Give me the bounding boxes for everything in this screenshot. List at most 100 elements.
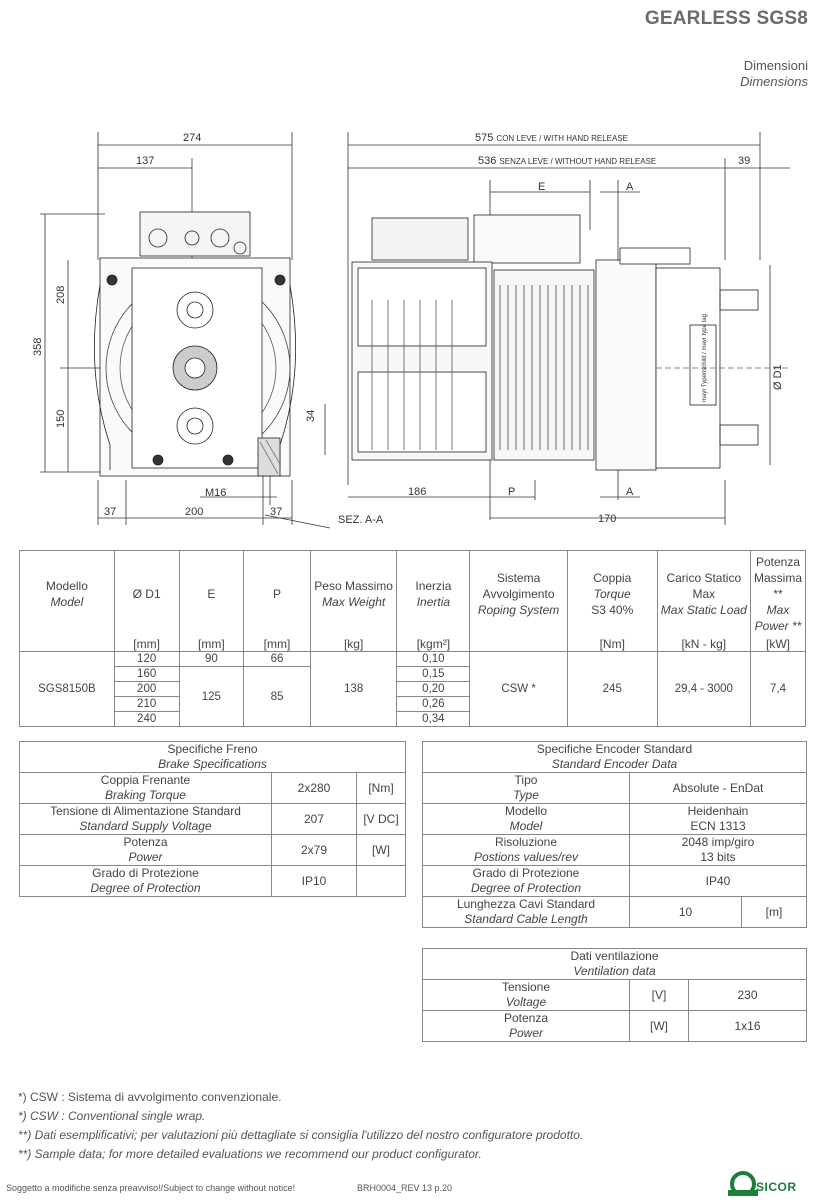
encoder-title-it: Specifiche Encoder Standard bbox=[536, 742, 693, 756]
cell-inertia: 0,15 bbox=[396, 666, 471, 682]
brake-title-it: Specifiche Freno bbox=[167, 742, 258, 756]
cell-power: 7,4 bbox=[750, 651, 806, 727]
cell-p: 66 bbox=[243, 651, 311, 667]
unit-torque: [Nm] bbox=[566, 637, 658, 652]
col-torque-duty: S3 40% bbox=[591, 603, 634, 617]
cell-roping: CSW * bbox=[469, 651, 568, 727]
dim-575-label: CON LEVE / WITH HAND RELEASE bbox=[496, 134, 628, 143]
label-en: Degree of Protection bbox=[90, 881, 201, 895]
dim-536-value: 536 bbox=[478, 155, 496, 167]
col-torque-it: Coppia bbox=[593, 571, 632, 585]
label-en: Postions values/rev bbox=[473, 850, 579, 864]
brake-value: IP10 bbox=[271, 865, 357, 897]
dim-200: 200 bbox=[185, 506, 203, 518]
value-line-2: 13 bits bbox=[700, 850, 736, 864]
side-view bbox=[351, 214, 790, 471]
label-it: Lunghezza Cavi Standard bbox=[456, 897, 596, 911]
unit-inertia: [kgm²] bbox=[396, 637, 471, 652]
col-power: Potenza Massima **Max Power ** bbox=[750, 550, 806, 637]
col-torque-en: Torque bbox=[593, 587, 631, 601]
unit-d1: [mm] bbox=[113, 637, 180, 652]
logo-text: SICOR bbox=[756, 1180, 797, 1194]
note-4: **) Sample data; for more detailed evalu… bbox=[18, 1147, 482, 1161]
cell-inertia: 0,34 bbox=[396, 711, 471, 727]
cell-d1: 200 bbox=[113, 681, 180, 697]
col-p-label: P bbox=[273, 587, 282, 601]
label-it: Grado di Protezione bbox=[472, 866, 580, 880]
label-en: Standard Supply Voltage bbox=[79, 819, 212, 833]
vent-unit: [W] bbox=[629, 1010, 689, 1042]
label-a-top: A bbox=[626, 181, 634, 193]
label-en: Power bbox=[508, 1026, 543, 1040]
col-roping-en: Roping System bbox=[477, 603, 560, 617]
cell-e: 90 bbox=[178, 651, 245, 667]
dim-208: 208 bbox=[55, 286, 67, 304]
sicor-logo-icon bbox=[728, 1171, 758, 1196]
col-weight-it: Peso Massimo bbox=[314, 579, 393, 593]
dim-274: 274 bbox=[183, 132, 201, 144]
cell-static-load: 29,4 - 3000 bbox=[656, 651, 752, 727]
page-title: GEARLESS SGS8 bbox=[644, 8, 808, 29]
brake-value: 2x79 bbox=[271, 834, 357, 866]
front-view-dimensions bbox=[40, 132, 331, 529]
col-static-load-en: Max Static Load bbox=[660, 603, 747, 617]
type-tag: mayr Typenschild / mayr type tag bbox=[702, 314, 708, 402]
col-roping-it: Sistema Avvolgimento bbox=[482, 571, 555, 601]
vent-title-en: Ventilation data bbox=[573, 964, 656, 978]
section-subtitle: Dimensioni Dimensions bbox=[740, 58, 808, 90]
label-en: Braking Torque bbox=[105, 788, 186, 802]
unit-model bbox=[19, 637, 115, 652]
dim-358: 358 bbox=[32, 338, 44, 356]
label-it: Potenza bbox=[503, 1011, 549, 1025]
value-line-1: Heidenhain bbox=[687, 804, 749, 818]
vent-title-it: Dati ventilazione bbox=[570, 949, 659, 963]
section-label: SEZ. A-A bbox=[338, 514, 384, 526]
dim-m16: M16 bbox=[205, 487, 226, 499]
brake-value: 2x280 bbox=[271, 772, 357, 804]
label-it: Tipo bbox=[514, 773, 538, 787]
vent-value: 1x16 bbox=[688, 1010, 807, 1042]
label-it: Modello bbox=[504, 804, 548, 818]
label-d1: Ø D1 bbox=[772, 364, 784, 390]
encoder-value: Absolute - EnDat bbox=[629, 772, 807, 804]
label-en: Voltage bbox=[505, 995, 547, 1009]
brake-value: 207 bbox=[271, 803, 357, 835]
col-d1: Ø D1 bbox=[113, 550, 180, 637]
label-it: Grado di Protezione bbox=[92, 866, 199, 880]
label-en: Model bbox=[509, 819, 543, 833]
cell-torque: 245 bbox=[566, 651, 658, 727]
cell-d1: 210 bbox=[113, 696, 180, 712]
vent-unit: [V] bbox=[629, 979, 689, 1011]
label-it: Tensione bbox=[501, 980, 551, 994]
brake-unit: [Nm] bbox=[356, 772, 406, 804]
note-2: *) CSW : Conventional single wrap. bbox=[18, 1109, 206, 1123]
footnotes: *) CSW : Sistema di avvolgimento convenz… bbox=[18, 1088, 583, 1164]
cell-d1: 240 bbox=[113, 711, 180, 727]
dim-536: 536 SENZA LEVE / WITHOUT HAND RELEASE bbox=[478, 155, 656, 167]
table-row: 240 0,34 bbox=[20, 711, 806, 727]
label-a-bottom: A bbox=[626, 486, 634, 498]
encoder-value: 10 bbox=[629, 896, 742, 928]
dim-150: 150 bbox=[55, 410, 67, 428]
